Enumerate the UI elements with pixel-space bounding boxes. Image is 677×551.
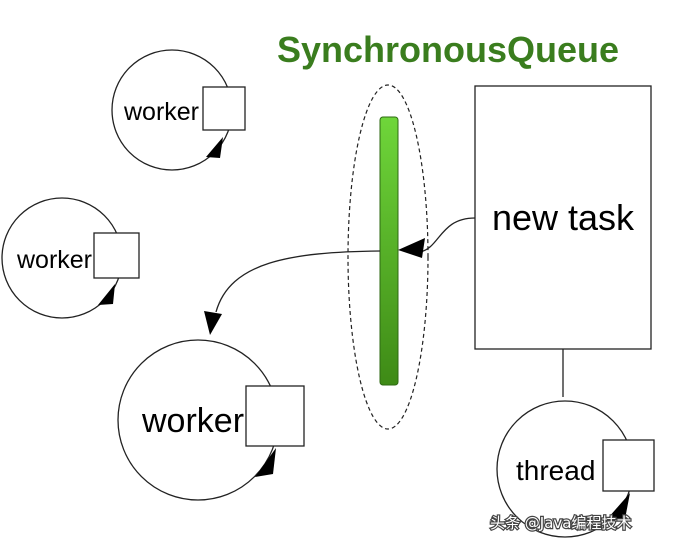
loop-arrowhead-icon [255, 448, 276, 477]
worker-label: worker [123, 98, 199, 126]
worker-node-2: worker [1, 197, 140, 319]
diagram-title: SynchronousQueue [277, 29, 619, 70]
synchronous-queue [347, 84, 429, 430]
thread-node: thread [496, 400, 655, 538]
worker-label: worker [141, 402, 244, 440]
new-task-box: new task [474, 85, 652, 350]
worker-box [245, 385, 305, 447]
arrow-task-to-queue [398, 217, 476, 258]
queue-slot-bar [379, 116, 399, 386]
queue-boundary [347, 84, 429, 430]
worker-node-1: worker [111, 49, 246, 171]
arrowhead-icon [398, 238, 425, 258]
watermark: 头条 @Java编程技术 [489, 513, 633, 533]
loop-arrowhead-icon [608, 493, 630, 519]
worker-node-3: worker [117, 339, 305, 501]
thread-label: thread [516, 455, 595, 486]
arrow-queue-to-worker [204, 250, 381, 335]
worker-label: worker [16, 246, 92, 274]
worker-box [202, 86, 246, 131]
loop-arrowhead-icon [98, 284, 115, 305]
thread-box [602, 439, 655, 492]
arrowhead-icon [204, 311, 222, 335]
watermark-text: 头条 @Java编程技术 [490, 514, 631, 532]
loop-arrowhead-icon [206, 137, 223, 158]
worker-box [93, 232, 140, 279]
new-task-label: new task [492, 197, 635, 238]
